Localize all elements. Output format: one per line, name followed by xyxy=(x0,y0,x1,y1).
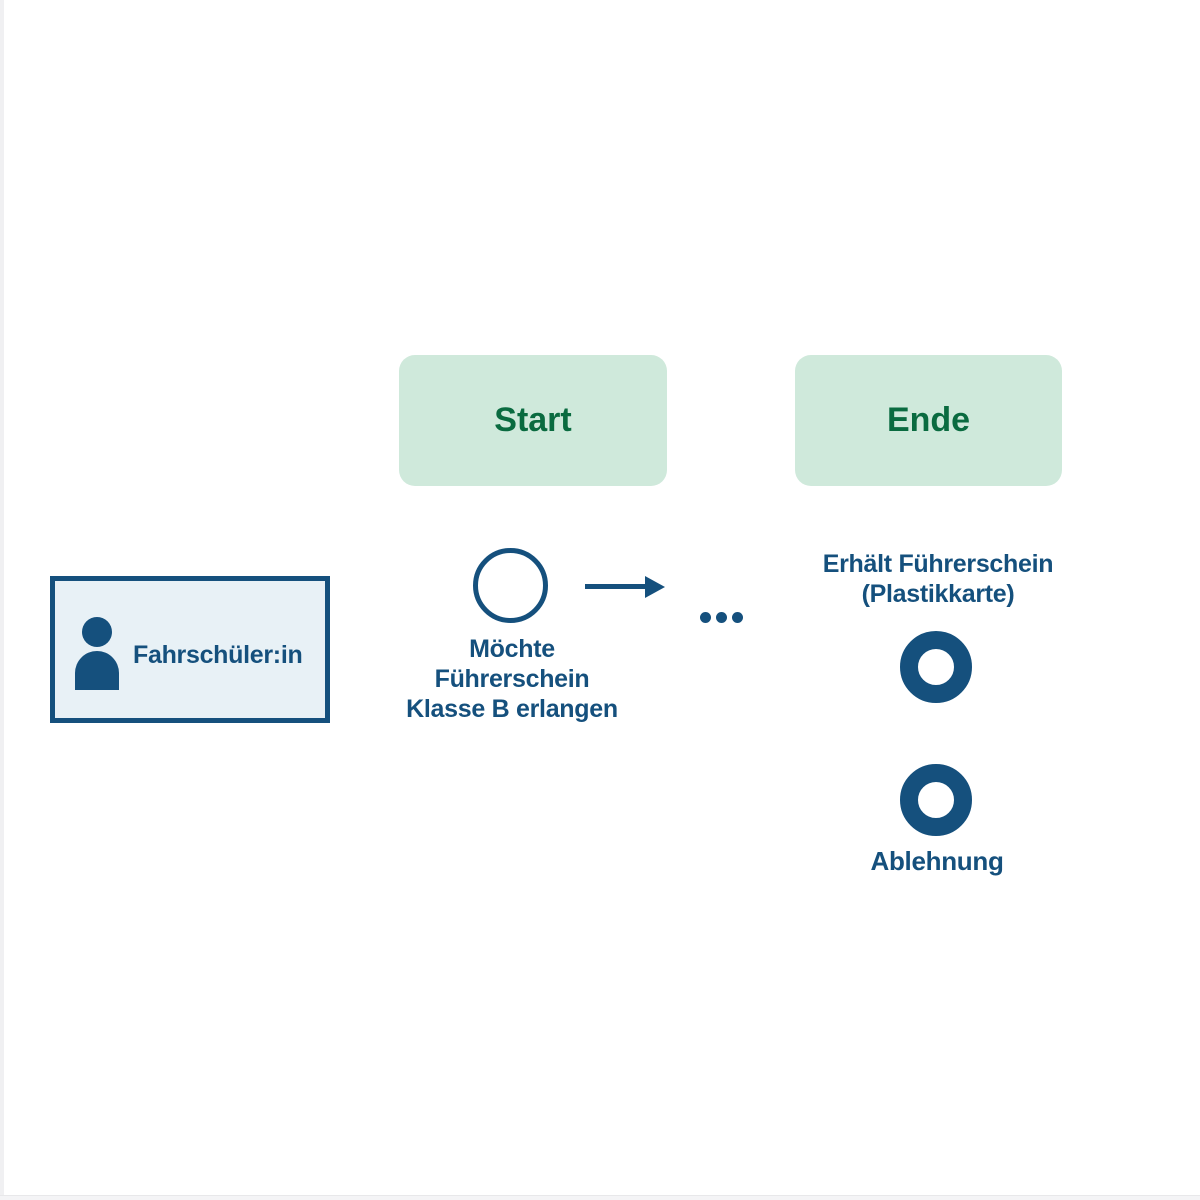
flow-arrow-shaft xyxy=(585,584,647,589)
ellipsis-dot xyxy=(716,612,727,623)
end-event-success-label-line: (Plastikkarte) xyxy=(861,580,1015,608)
flow-arrow-head-icon xyxy=(645,576,665,598)
end-event-rejection-label: Ablehnung xyxy=(870,846,1004,876)
end-terminal: Ende xyxy=(795,355,1062,486)
bottom-edge-strip xyxy=(0,1195,1200,1200)
person-icon-body xyxy=(75,651,119,690)
start-event-label-line: Möchte xyxy=(469,635,555,663)
ellipsis-dot xyxy=(700,612,711,623)
end-event-rejection-circle xyxy=(900,764,972,836)
start-event-label: Möchte Führerschein Klasse B erlangen xyxy=(382,634,642,724)
end-terminal-label: Ende xyxy=(886,401,971,439)
start-event-label-line: Klasse B erlangen xyxy=(406,695,618,723)
start-terminal-label: Start xyxy=(494,401,572,439)
left-edge-strip xyxy=(0,0,4,1200)
ellipsis-dot xyxy=(732,612,743,623)
start-terminal: Start xyxy=(399,355,667,486)
person-icon-head xyxy=(82,617,112,647)
start-event-label-line: Führerschein xyxy=(434,665,590,693)
actor-box: Fahrschüler:in xyxy=(50,576,330,723)
actor-label: Fahrschüler:in xyxy=(133,641,303,669)
person-icon xyxy=(75,617,121,690)
ellipsis-icon xyxy=(700,612,744,623)
end-event-success-label: Erhält Führerschein (Plastikkarte) xyxy=(808,549,1068,609)
start-event-circle xyxy=(473,548,548,623)
end-event-success-label-line: Erhält Führerschein xyxy=(822,550,1054,578)
end-event-success-circle xyxy=(900,631,972,703)
